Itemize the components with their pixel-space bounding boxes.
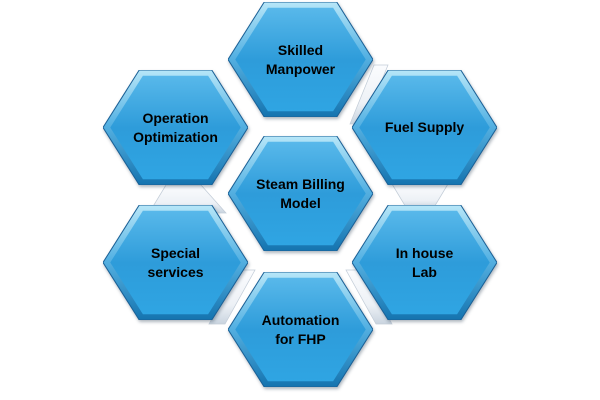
hex-face [359, 75, 490, 180]
hex-face [235, 141, 366, 246]
hex-face [235, 277, 366, 382]
hex-steam-billing-model: Steam Billing Model [228, 136, 373, 251]
hex-operation-optimization: Operation Optimization [103, 70, 248, 185]
hex-in-house-lab: In house Lab [352, 205, 497, 320]
hex-face [359, 210, 490, 315]
hex-face [235, 7, 366, 112]
hex-fuel-supply: Fuel Supply [352, 70, 497, 185]
hex-face [110, 210, 241, 315]
hex-face [110, 75, 241, 180]
hex-automation-for-fhp: Automation for FHP [228, 272, 373, 387]
hex-special-services: Special services [103, 205, 248, 320]
